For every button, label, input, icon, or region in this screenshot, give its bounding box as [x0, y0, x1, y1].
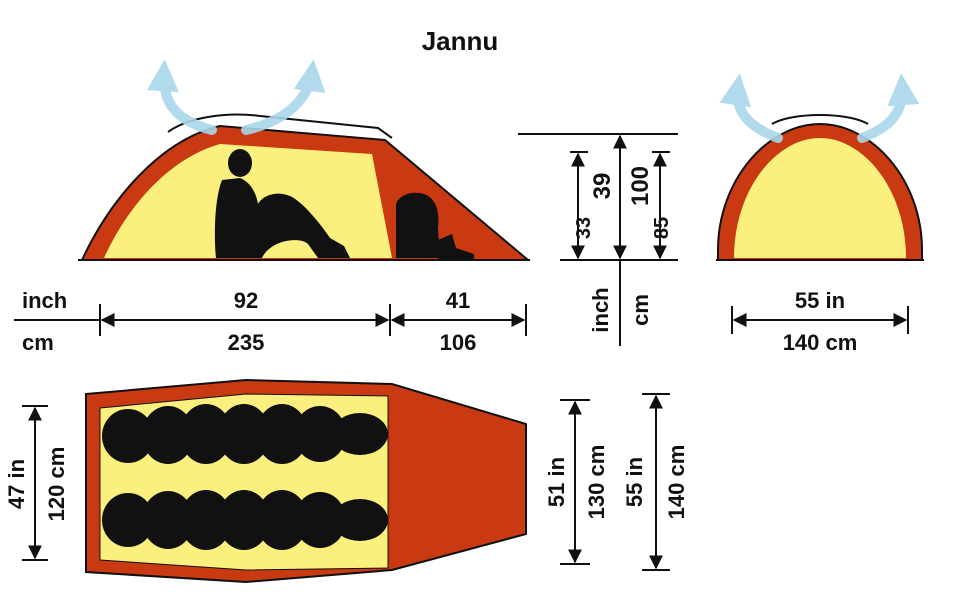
end-view: 55 in 140 cm — [716, 73, 924, 355]
inner-length-inch: 92 — [234, 288, 258, 313]
side-view-ridge-line — [167, 113, 393, 139]
vent-arrow-icon — [241, 59, 326, 135]
vestibule-length-inch: 41 — [446, 288, 470, 313]
diagram-title: Jannu — [422, 26, 499, 56]
unit-label-inch: inch — [22, 288, 67, 313]
vestibule-length-cm: 106 — [440, 330, 477, 355]
outer-width-cm: 140 cm — [664, 445, 689, 520]
backpack-silhouette — [396, 192, 440, 258]
outer-height-inch: 39 — [589, 173, 616, 200]
height-scale: 33 39 100 85 inch cm — [518, 133, 678, 346]
inner-length-cm: 235 — [228, 330, 265, 355]
side-view-dimensions: inch cm 92 235 41 106 — [14, 288, 527, 355]
vent-arrow-icon — [146, 59, 217, 135]
vent-arrow-icon — [719, 73, 783, 143]
end-width-inch: 55 in — [795, 288, 845, 313]
end-view-ridge-line — [771, 114, 869, 125]
unit-label-cm: cm — [22, 330, 54, 355]
vent-arrow-icon — [857, 73, 920, 143]
height-unit-inch: inch — [588, 287, 613, 332]
outer-height-cm: 100 — [627, 166, 654, 206]
inner-height-inch: 33 — [573, 217, 595, 239]
floor-plan: 47 in 120 cm 51 in 130 cm 55 in 140 cm — [4, 378, 689, 584]
end-width-cm: 140 cm — [783, 330, 858, 355]
boots-silhouette — [438, 234, 474, 260]
inner-width-cm: 120 cm — [44, 447, 69, 522]
sleeping-bag — [102, 490, 388, 550]
end-view-inner-tent — [734, 138, 906, 258]
vestibule-width-inch: 51 in — [544, 457, 569, 507]
outer-width-inch: 55 in — [622, 457, 647, 507]
vestibule-width-cm: 130 cm — [584, 445, 609, 520]
inner-width-inch: 47 in — [4, 459, 29, 509]
side-view — [78, 59, 531, 261]
sitting-person-silhouette — [214, 149, 350, 258]
height-unit-cm: cm — [628, 294, 653, 326]
inner-height-cm: 85 — [651, 217, 673, 239]
sleeping-bag — [102, 404, 388, 464]
